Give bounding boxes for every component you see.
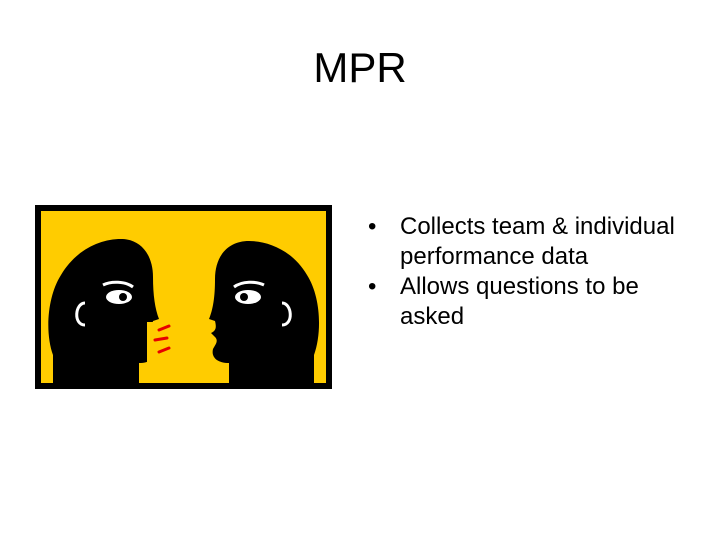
left-eyebrow <box>102 280 134 289</box>
speech-block <box>147 322 219 362</box>
left-head-silhouette <box>48 239 159 383</box>
right-eyebrow <box>233 280 265 289</box>
slide-title-text: MPR <box>313 44 407 91</box>
bullet-item: • Collects team & individual performance… <box>368 212 698 272</box>
bullet-text: Allows questions to be asked <box>400 273 639 330</box>
sound-mark-1 <box>157 324 171 332</box>
left-ear-icon <box>75 301 86 327</box>
bullet-marker: • <box>368 213 377 240</box>
right-pupil <box>240 293 248 301</box>
bullet-item: • Allows questions to be asked <box>368 272 698 332</box>
right-head-silhouette <box>209 241 320 383</box>
sound-mark-2 <box>153 336 169 342</box>
right-ear-icon <box>281 301 292 327</box>
sound-mark-3 <box>157 346 171 354</box>
bullet-text: Collects team & individual performance d… <box>400 213 675 270</box>
left-pupil <box>119 293 127 301</box>
two-heads-talking-icon <box>35 205 332 389</box>
slide-title: MPR <box>0 40 720 96</box>
bullet-marker: • <box>368 273 377 300</box>
bullet-list: • Collects team & individual performance… <box>368 212 698 332</box>
